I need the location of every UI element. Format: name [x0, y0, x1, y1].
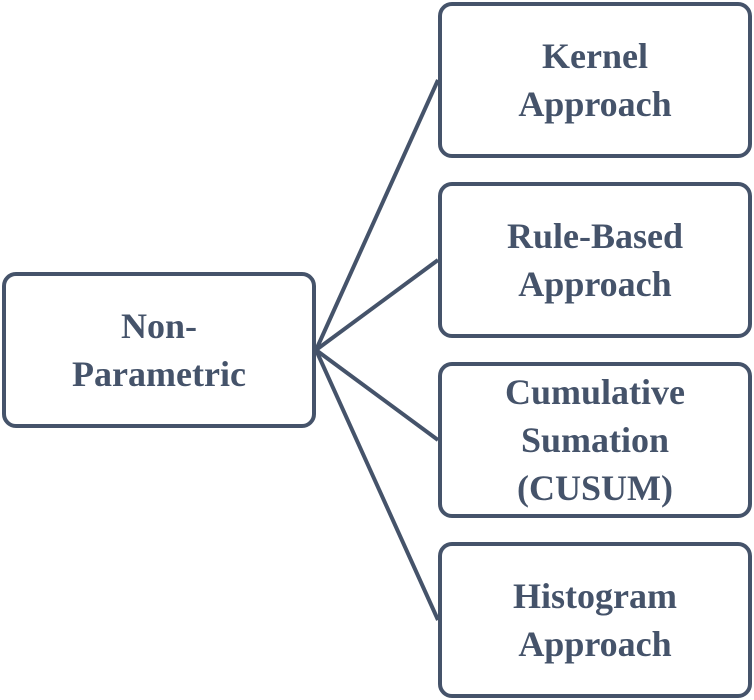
child-node-cusum: Cumulative Sumation (CUSUM)	[438, 362, 752, 518]
child-node-rule-based-approach: Rule-Based Approach	[438, 182, 752, 338]
child-node-label: Kernel Approach	[518, 36, 672, 124]
child-node-kernel-approach: Kernel Approach	[438, 2, 752, 158]
connector-to-rule-based	[314, 258, 440, 352]
child-node-label: Histogram Approach	[513, 576, 677, 664]
connector-to-cusum	[314, 348, 440, 442]
child-node-label: Cumulative Sumation (CUSUM)	[505, 372, 685, 508]
child-node-label: Rule-Based Approach	[506, 216, 683, 304]
connector-to-kernel	[314, 79, 440, 351]
connector-to-histogram	[314, 349, 440, 621]
root-node-label: Non- Parametric	[72, 306, 246, 394]
child-node-histogram-approach: Histogram Approach	[438, 542, 752, 698]
root-node-non-parametric: Non- Parametric	[2, 272, 316, 428]
